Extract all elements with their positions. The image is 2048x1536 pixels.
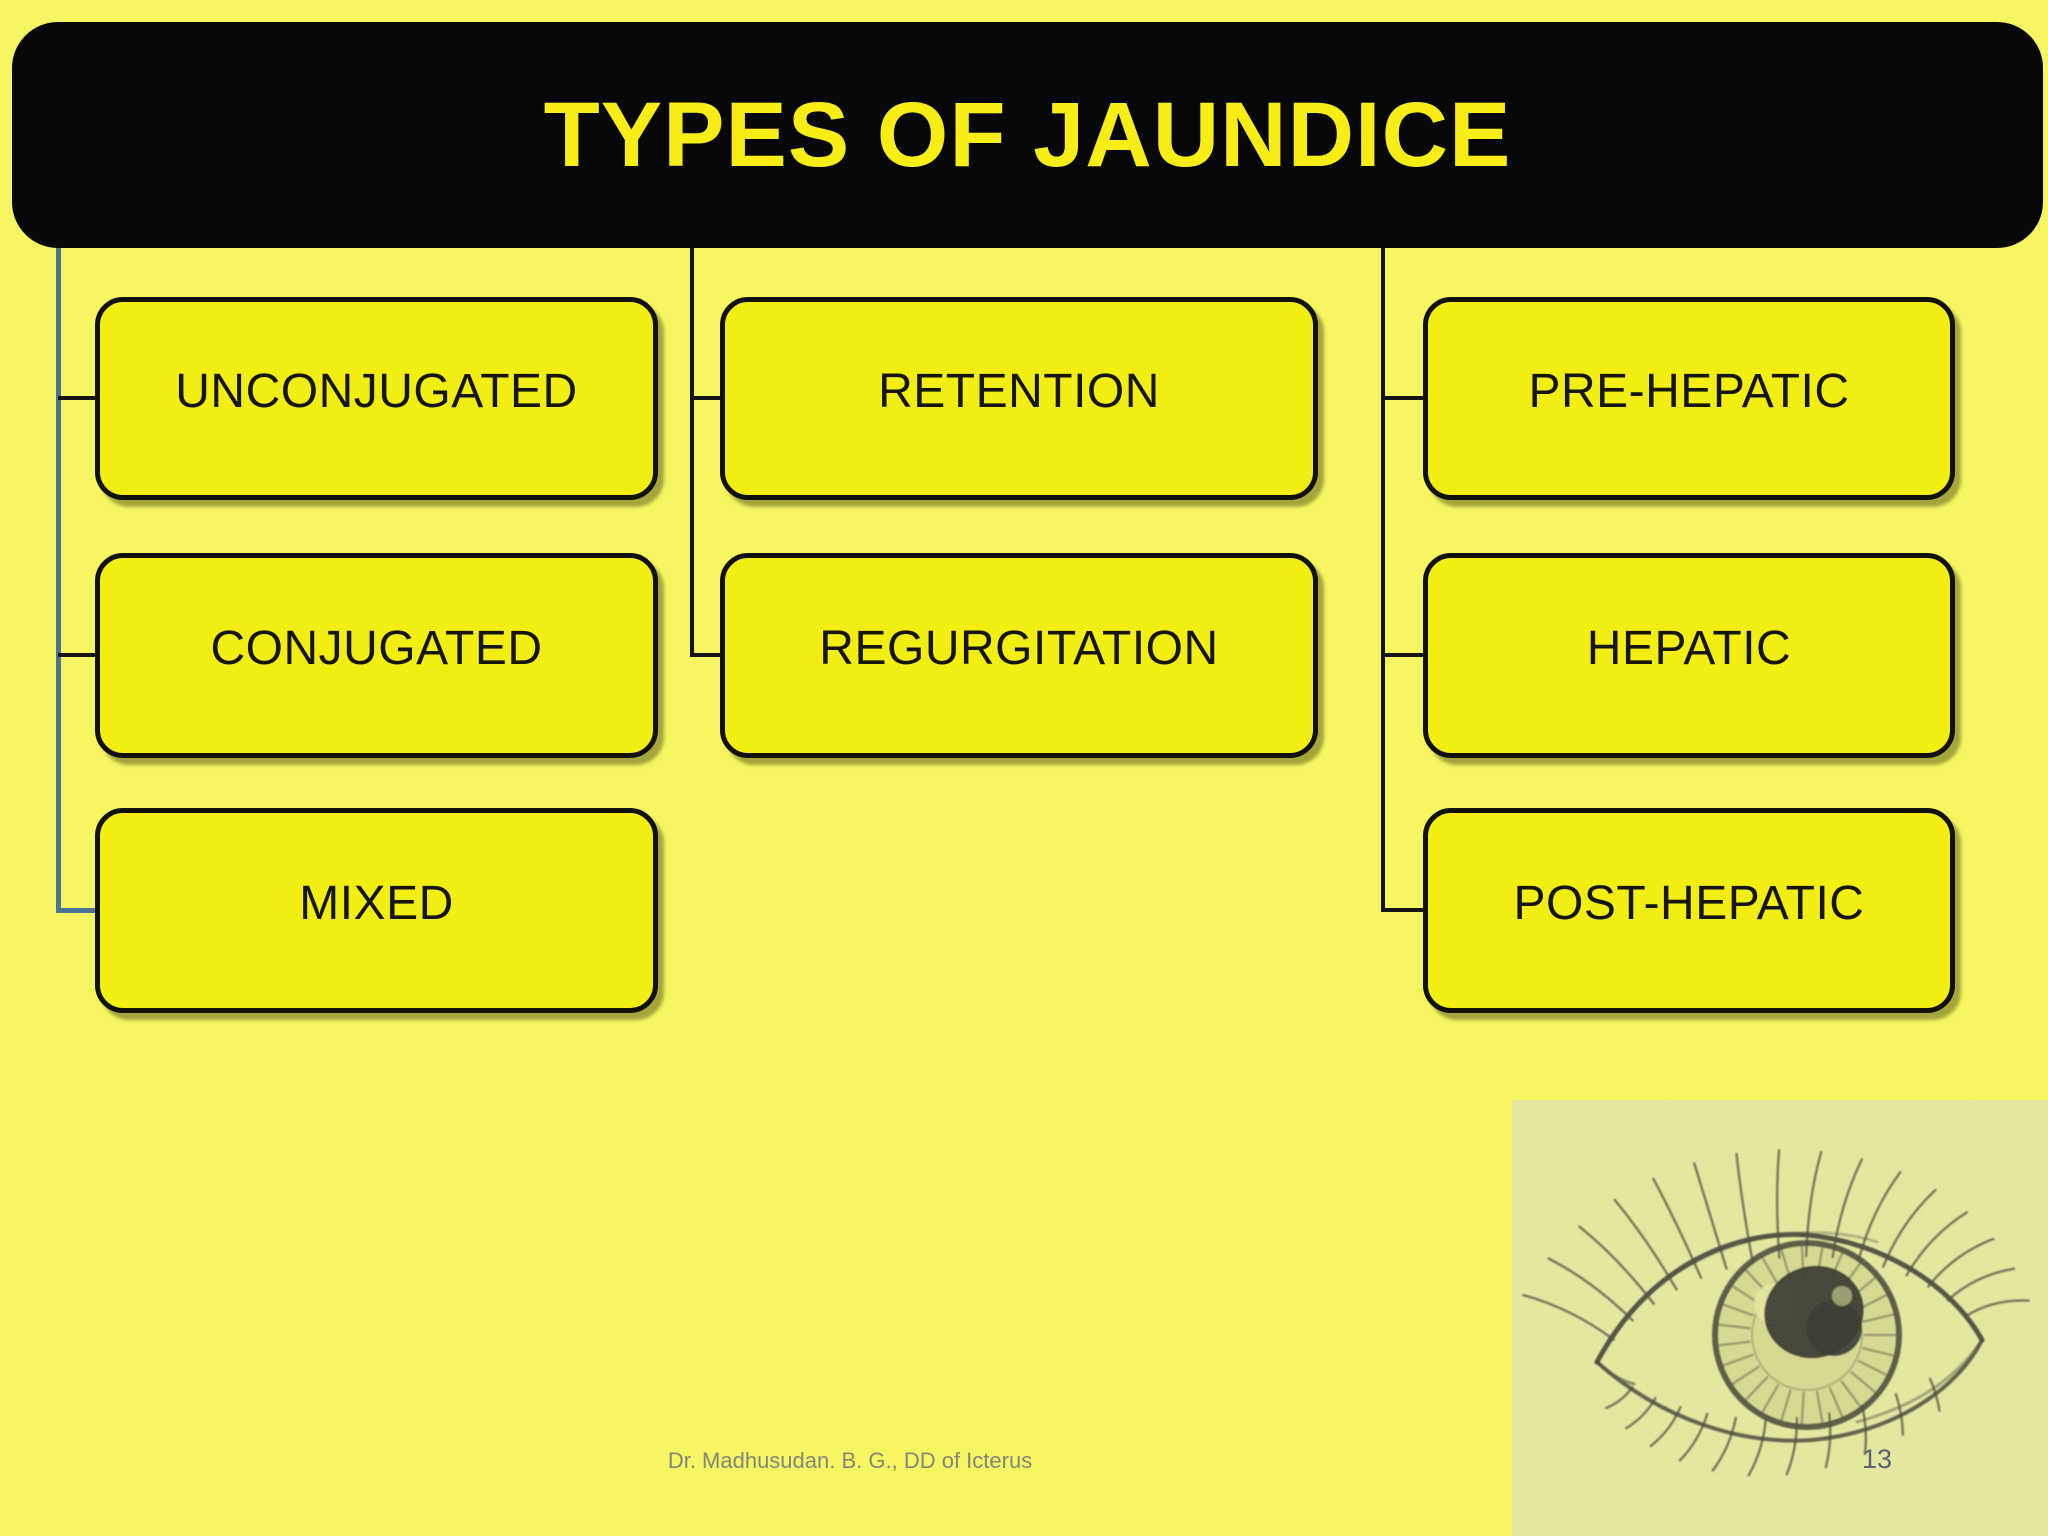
connector-col3-stub-1: [1381, 396, 1427, 400]
box-label: CONJUGATED: [210, 622, 543, 675]
diagram-box-mixed: MIXED: [95, 808, 658, 1013]
diagram-box-retention: RETENTION: [720, 297, 1318, 500]
connector-col1-trunk: [56, 248, 61, 913]
box-label: MIXED: [299, 877, 454, 930]
connector-col1-elbow: [56, 908, 99, 913]
diagram-box-unconjugated: UNCONJUGATED: [95, 297, 658, 500]
diagram-box-regurgitation: REGURGITATION: [720, 553, 1318, 758]
diagram-box-conjugated: CONJUGATED: [95, 553, 658, 758]
footer-attribution: Dr. Madhusudan. B. G., DD of Icterus: [667, 1448, 1033, 1473]
connector-col1-stub-1: [58, 396, 99, 400]
connector-col2-stub-1: [690, 396, 724, 400]
connector-col3-stub-2: [1381, 653, 1427, 657]
box-label: REGURGITATION: [819, 622, 1219, 675]
page-number: 13: [1862, 1444, 1893, 1474]
connector-col2-trunk: [690, 248, 694, 657]
box-label: POST-HEPATIC: [1513, 877, 1865, 930]
diagram-box-pre-hepatic: PRE-HEPATIC: [1423, 297, 1955, 500]
box-label: RETENTION: [878, 365, 1160, 418]
connector-col3-elbow: [1381, 908, 1427, 912]
diagram-box-post-hepatic: POST-HEPATIC: [1423, 808, 1955, 1013]
box-label: PRE-HEPATIC: [1528, 365, 1850, 418]
slide-title: TYPES OF JAUNDICE: [543, 83, 1512, 186]
title-bar: TYPES OF JAUNDICE: [12, 22, 2043, 248]
box-label: HEPATIC: [1586, 622, 1792, 675]
connector-col2-elbow: [690, 653, 724, 657]
film-grain-overlay: [1512, 1100, 2048, 1536]
eye-sketch-image: [1512, 1100, 2048, 1536]
connector-col3-trunk: [1381, 248, 1385, 912]
connector-col1-stub-2: [58, 653, 99, 657]
box-label: UNCONJUGATED: [175, 365, 578, 418]
diagram-box-hepatic: HEPATIC: [1423, 553, 1955, 758]
